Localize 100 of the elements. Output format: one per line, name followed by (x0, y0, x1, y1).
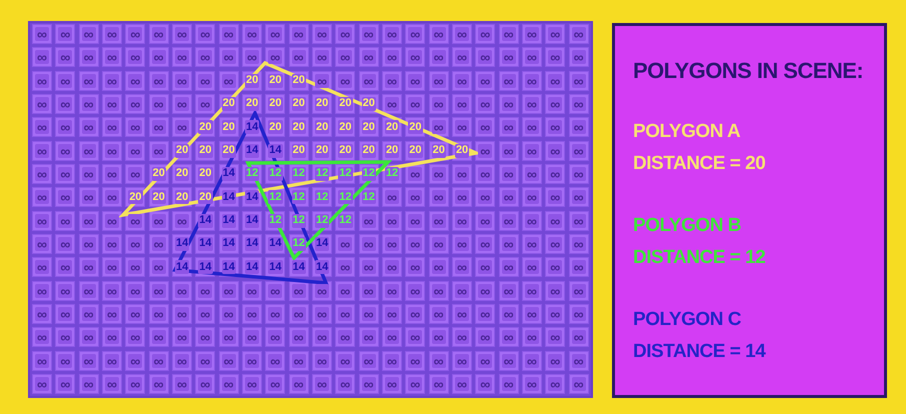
depth-value: 20 (198, 166, 213, 181)
depth-value: ∞ (408, 284, 422, 298)
depth-value: ∞ (222, 50, 236, 64)
depth-value: ∞ (35, 376, 49, 391)
depth-value: ∞ (82, 27, 96, 41)
depth-value: 14 (314, 260, 330, 274)
depth-value: ∞ (128, 120, 142, 134)
depth-value: ∞ (198, 330, 212, 344)
depth-value: ∞ (58, 27, 72, 41)
depth-value: ∞ (292, 50, 306, 64)
depth-value: ∞ (35, 284, 49, 298)
depth-value: ∞ (572, 190, 586, 204)
depth-value: 14 (268, 236, 283, 251)
depth-value: 20 (268, 74, 283, 88)
depth-value: ∞ (432, 50, 446, 64)
depth-value: ∞ (432, 330, 446, 344)
depth-value: ∞ (198, 376, 212, 391)
depth-value: 12 (268, 166, 283, 181)
depth-value: ∞ (244, 50, 259, 64)
depth-value: ∞ (222, 27, 236, 41)
depth-value: ∞ (152, 50, 166, 64)
depth-value: ∞ (502, 190, 516, 204)
depth-value: ∞ (198, 74, 212, 88)
depth-value: ∞ (572, 260, 586, 274)
depth-value: ∞ (572, 120, 586, 134)
depth-value: 20 (268, 96, 283, 111)
depth-value: ∞ (198, 354, 212, 368)
depth-value: ∞ (58, 120, 72, 134)
depth-value: 20 (222, 120, 236, 134)
depth-value: ∞ (58, 284, 72, 298)
depth-value: ∞ (338, 236, 352, 251)
depth-value: ∞ (454, 260, 469, 274)
depth-value: ∞ (58, 144, 72, 158)
depth-value: ∞ (152, 27, 166, 41)
depth-value: ∞ (548, 166, 562, 181)
depth-value: ∞ (548, 144, 562, 158)
depth-value: ∞ (35, 214, 49, 228)
depth-value: ∞ (152, 120, 166, 134)
depth-value: 20 (128, 190, 143, 204)
depth-value: ∞ (478, 284, 492, 298)
depth-value: ∞ (58, 260, 72, 274)
depth-value: ∞ (548, 284, 562, 298)
depth-value: ∞ (384, 260, 399, 274)
depth-value: ∞ (58, 236, 72, 251)
depth-value: 14 (174, 260, 190, 274)
depth-value: ∞ (502, 50, 516, 64)
depth-value: ∞ (128, 306, 142, 321)
depth-value: ∞ (408, 260, 422, 274)
depth-value: ∞ (58, 50, 72, 64)
depth-value: ∞ (268, 306, 282, 321)
polygon-distance-text: POLYGON B DISTANCE = 12 (633, 214, 766, 270)
depth-value: ∞ (292, 330, 306, 344)
depth-value: ∞ (104, 330, 119, 344)
legend-panel (612, 23, 887, 398)
depth-value: ∞ (572, 50, 586, 64)
depth-value: ∞ (198, 306, 212, 321)
depth-value: 14 (244, 120, 260, 134)
depth-value: ∞ (104, 260, 119, 274)
depth-value: ∞ (244, 27, 259, 41)
depth-value: ∞ (408, 236, 422, 251)
depth-value: ∞ (478, 27, 492, 41)
depth-value: ∞ (35, 74, 49, 88)
depth-value: ∞ (314, 330, 329, 344)
depth-value: ∞ (82, 260, 96, 274)
depth-value: ∞ (408, 214, 422, 228)
depth-value: ∞ (174, 50, 189, 64)
depth-value: ∞ (104, 50, 119, 64)
depth-value: ∞ (478, 354, 492, 368)
depth-value: ∞ (58, 214, 72, 228)
depth-value: 20 (338, 144, 353, 158)
depth-value: ∞ (35, 236, 49, 251)
depth-value: ∞ (128, 27, 142, 41)
depth-value: ∞ (432, 27, 446, 41)
depth-value: 12 (338, 190, 353, 204)
depth-value: ∞ (268, 376, 282, 391)
depth-value: ∞ (58, 376, 72, 391)
depth-value: 12 (338, 214, 353, 228)
depth-value: 14 (244, 190, 260, 204)
depth-value: ∞ (152, 330, 166, 344)
depth-value: ∞ (478, 74, 492, 88)
depth-value: ∞ (128, 50, 142, 64)
depth-value: ∞ (104, 27, 119, 41)
depth-value: ∞ (268, 50, 282, 64)
depth-value: ∞ (478, 144, 492, 158)
depth-value: ∞ (502, 27, 516, 41)
depth-value: ∞ (58, 354, 72, 368)
polygon-distance-text: POLYGON A DISTANCE = 20 (633, 120, 766, 176)
depth-value: ∞ (524, 330, 539, 344)
polygon-distance-text: POLYGON C DISTANCE = 14 (633, 308, 767, 364)
depth-value: ∞ (548, 376, 562, 391)
depth-value: 20 (408, 144, 423, 158)
depth-value: ∞ (128, 214, 142, 228)
depth-value: ∞ (338, 27, 352, 41)
depth-value: ∞ (524, 50, 539, 64)
depth-value: ∞ (82, 50, 96, 64)
depth-value: ∞ (454, 50, 469, 64)
depth-value: ∞ (524, 260, 539, 274)
depth-value: ∞ (408, 354, 422, 368)
depth-value: 14 (292, 260, 306, 274)
depth-value: ∞ (244, 330, 259, 344)
